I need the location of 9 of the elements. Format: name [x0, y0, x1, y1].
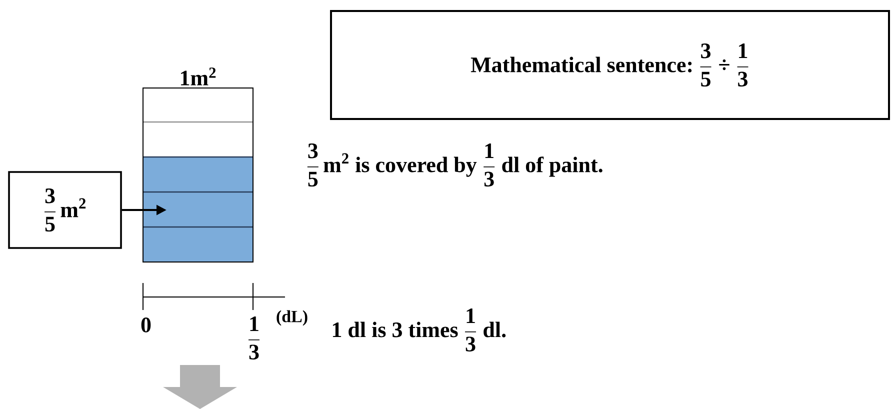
node-label: 1m$^{2}$ — [181, 68, 216, 86]
unit-label: (dL) — [276, 310, 308, 326]
tick-label: $\frac{\text{1}}{\text{3}}$ — [248, 316, 260, 360]
area-bar: 1m$^{2}$ — [142, 68, 254, 262]
sentence-text: $\frac{\text{3}}{\text{5}}\,\text{m}^{\text{2}}\text{ is covered by }\frac{\text{1}}{\text{3}}\text{ dl of paint.}$ — [307, 143, 602, 186]
tick-label: 0 — [141, 318, 151, 332]
sentence-text: $\text{1 dl is 3 times }\frac{\text{1}}{\text{3}}\text{ dl.}$ — [332, 308, 506, 352]
sentence-box: Mathematical sentence: $\frac{\text{3}}{\text{5}}\;\text{÷}\;\frac{\text{1}}{\text{3}}$ — [330, 10, 890, 120]
area-label-box: $\frac{\text{3}}{\text{5}}\,\text{m}^{\text{2}}$ — [8, 171, 122, 249]
